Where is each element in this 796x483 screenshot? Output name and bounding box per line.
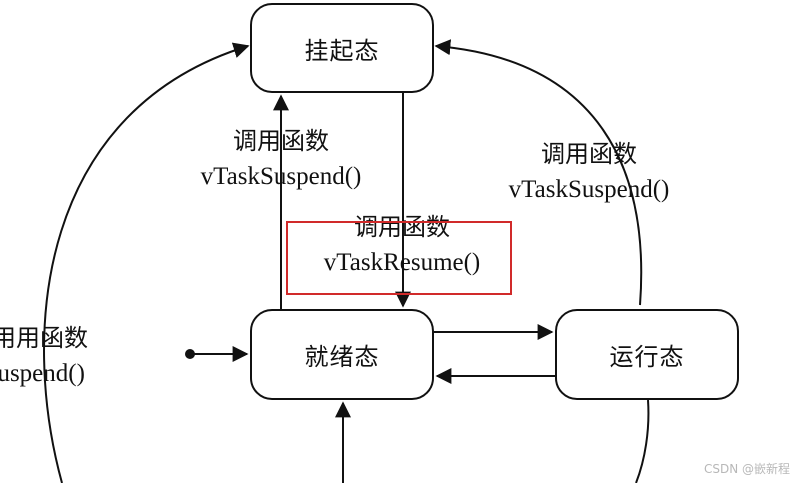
arc-right-to-suspended [434, 39, 643, 306]
label-suspended-to-ready: 调用函数 vTaskResume() [289, 209, 515, 281]
label-line2: vTaskSuspend() [200, 163, 362, 190]
arc-left-to-suspended [43, 42, 250, 483]
label-line1: 调用函数 [233, 127, 329, 155]
state-ready: 就绪态 [250, 309, 434, 400]
label-line2: kSuspend() [0, 360, 85, 387]
label-line1: 调用函数 [354, 213, 450, 241]
label-line1: 调用用函数 [0, 324, 88, 352]
label-line2: vTaskSuspend() [508, 176, 670, 203]
state-running: 运行态 [555, 309, 739, 400]
label-left-arc: 调用用函数 kSuspend() [0, 320, 148, 392]
state-suspended: 挂起态 [250, 3, 434, 93]
highlight-box [286, 221, 512, 295]
label-line1: 调用函数 [541, 140, 637, 168]
arc-right-bottom [635, 399, 650, 483]
watermark: CSDN @嵌新程 [703, 462, 790, 476]
label-running-to-suspended: 调用函数 vTaskSuspend() [484, 136, 694, 208]
label-line2: vTaskResume() [323, 249, 481, 276]
state-suspended-label: 挂起态 [304, 36, 380, 65]
state-ready-label: 就绪态 [304, 343, 380, 371]
label-ready-to-suspended: 调用函数 vTaskSuspend() [176, 123, 386, 195]
state-running-label: 运行态 [609, 343, 685, 371]
